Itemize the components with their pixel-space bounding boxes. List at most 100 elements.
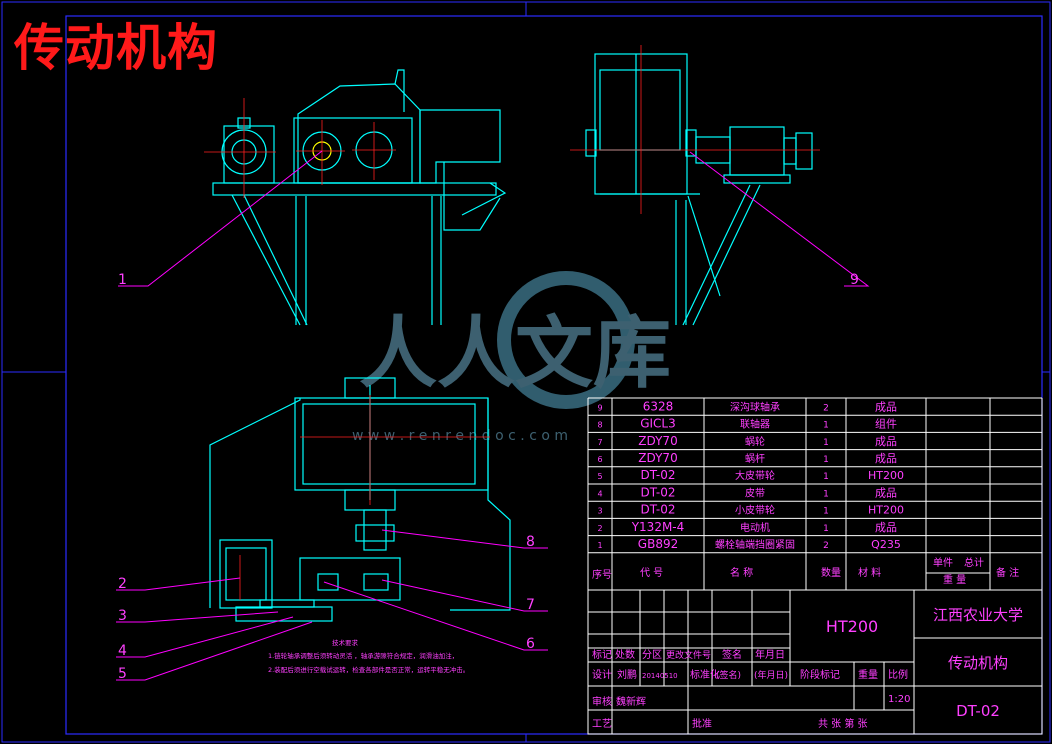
part-qty: 1 bbox=[823, 472, 829, 482]
balloon-2: 2 bbox=[118, 576, 127, 592]
balloon-4: 4 bbox=[118, 643, 127, 659]
part-qty: 1 bbox=[823, 438, 829, 448]
hdr-unit: 单件 bbox=[933, 557, 953, 569]
balloon-8: 8 bbox=[526, 534, 535, 550]
tb-r2-0: 设计 bbox=[592, 668, 612, 681]
tb-stage-mark: 阶段标记 bbox=[800, 668, 840, 681]
tb-r1-0: 标记 bbox=[592, 649, 612, 661]
plan-view bbox=[209, 377, 511, 622]
tb-process: 工艺 bbox=[592, 718, 612, 730]
front-view bbox=[212, 69, 507, 326]
part-material: HT200 bbox=[868, 469, 904, 482]
tech-notes: 技术要求 1.链轮轴承调整后须转动灵活 ，轴承游隙符合规定，润滑油加注， 2.装… bbox=[268, 638, 469, 674]
tb-r2-4: (签名) bbox=[716, 669, 741, 681]
side-centerlines bbox=[570, 45, 820, 214]
tb-r2-3: 标准化 bbox=[690, 668, 720, 681]
balloon-7: 7 bbox=[526, 597, 535, 613]
part-qty: 1 bbox=[823, 507, 829, 517]
part-name: 皮带 bbox=[745, 486, 765, 499]
tech-line-1: 1.链轮轴承调整后须转动灵活 ，轴承游隙符合规定，润滑油加注， bbox=[268, 651, 458, 660]
part-code: DT-02 bbox=[640, 503, 675, 517]
hdr-qty: 数量 bbox=[821, 566, 841, 579]
balloon-labels: 1 9 2 3 4 5 6 7 8 bbox=[118, 272, 859, 682]
part-name: 联轴器 bbox=[740, 418, 770, 431]
tb-drawing-no: DT-02 bbox=[956, 702, 1000, 720]
tb-weight: 重量 bbox=[858, 668, 878, 681]
part-name: 蜗杆 bbox=[745, 453, 765, 465]
tb-approve: 批准 bbox=[692, 717, 712, 730]
balloon-3: 3 bbox=[118, 608, 127, 624]
part-code: Y132M-4 bbox=[631, 520, 685, 534]
tb-r1-3: 更改文件号 bbox=[666, 649, 711, 661]
part-qty: 1 bbox=[823, 489, 829, 499]
title-block bbox=[587, 589, 1043, 735]
part-code: 6328 bbox=[643, 399, 674, 413]
hdr-code: 代 号 bbox=[640, 567, 663, 579]
part-seq: 9 bbox=[597, 403, 602, 412]
part-code: DT-02 bbox=[640, 485, 675, 499]
tb-review: 审核 bbox=[592, 695, 612, 708]
side-view bbox=[585, 53, 813, 326]
hdr-total: 总计 bbox=[964, 556, 984, 569]
parts-header: 序号 代 号 名 称 数量 材 料 单件 总计 重 量 备 注 bbox=[592, 556, 1019, 586]
part-seq: 4 bbox=[597, 489, 602, 498]
tech-title: 技术要求 bbox=[332, 638, 359, 647]
part-material: Q235 bbox=[871, 538, 901, 551]
front-centerlines bbox=[204, 98, 396, 198]
part-material: 成品 bbox=[875, 486, 897, 499]
tech-line-2: 2.装配后须进行空载试运转，检查各部件是否正常，运转平稳无冲击。 bbox=[268, 665, 469, 674]
part-material: HT200 bbox=[868, 504, 904, 517]
hdr-note: 备 注 bbox=[996, 566, 1019, 579]
part-code: DT-02 bbox=[640, 468, 675, 482]
part-qty: 2 bbox=[823, 541, 829, 551]
watermark-brand: 人人文库 bbox=[359, 309, 671, 399]
part-seq: 7 bbox=[597, 438, 602, 447]
balloon-6: 6 bbox=[526, 636, 535, 652]
part-code: GICL3 bbox=[640, 417, 676, 431]
hdr-seq: 序号 bbox=[592, 568, 612, 581]
part-qty: 1 bbox=[823, 421, 829, 431]
part-name: 蜗轮 bbox=[745, 435, 765, 448]
balloon-5: 5 bbox=[118, 666, 127, 682]
part-qty: 1 bbox=[823, 524, 829, 534]
part-code: ZDY70 bbox=[638, 451, 677, 465]
plan-centerlines bbox=[239, 395, 490, 600]
part-material: 组件 bbox=[875, 417, 897, 431]
part-material: 成品 bbox=[875, 521, 897, 534]
leader-lines bbox=[116, 150, 870, 681]
part-seq: 6 bbox=[597, 455, 602, 464]
balloon-9: 9 bbox=[850, 272, 859, 288]
tb-r1-5: 年月日 bbox=[755, 648, 785, 661]
tb-r2-1: 刘鹏 bbox=[617, 668, 637, 681]
drawing-title: 传动机构 bbox=[14, 18, 218, 77]
tb-r2-5: (年月日) bbox=[754, 669, 788, 681]
part-code: GB892 bbox=[638, 537, 678, 551]
part-material: 成品 bbox=[875, 435, 897, 448]
part-qty: 2 bbox=[823, 403, 829, 413]
hdr-name: 名 称 bbox=[730, 566, 753, 579]
title-block-text: HT200 江西农业大学 传动机构 DT-02 标记 处数 分区 更改文件号 签… bbox=[592, 606, 1023, 730]
hdr-weight: 重 量 bbox=[943, 573, 966, 586]
part-seq: 1 bbox=[597, 541, 602, 550]
part-qty: 1 bbox=[823, 455, 829, 465]
tb-r1-4: 签名 bbox=[722, 648, 742, 661]
part-seq: 3 bbox=[597, 507, 602, 516]
hdr-material: 材 料 bbox=[858, 566, 881, 579]
part-name: 小皮带轮 bbox=[735, 504, 775, 517]
watermark: 人人文库 w w w . r e n r e n d o c . c o m bbox=[352, 271, 671, 444]
tb-reviewer: 魏新辉 bbox=[616, 695, 646, 708]
tb-drawing-name: 传动机构 bbox=[948, 654, 1008, 672]
balloon-1: 1 bbox=[118, 272, 127, 288]
tb-r2-2: 20140510 bbox=[642, 672, 678, 680]
tb-r1-1: 处数 bbox=[615, 648, 635, 661]
part-name: 螺栓轴端挡圈紧固 bbox=[715, 538, 795, 551]
part-seq: 8 bbox=[597, 421, 602, 430]
part-material: 成品 bbox=[875, 452, 897, 465]
tb-scale-label: 比例 bbox=[888, 668, 908, 681]
part-seq: 5 bbox=[597, 472, 602, 481]
part-seq: 2 bbox=[597, 524, 602, 533]
part-name: 电动机 bbox=[740, 521, 770, 534]
